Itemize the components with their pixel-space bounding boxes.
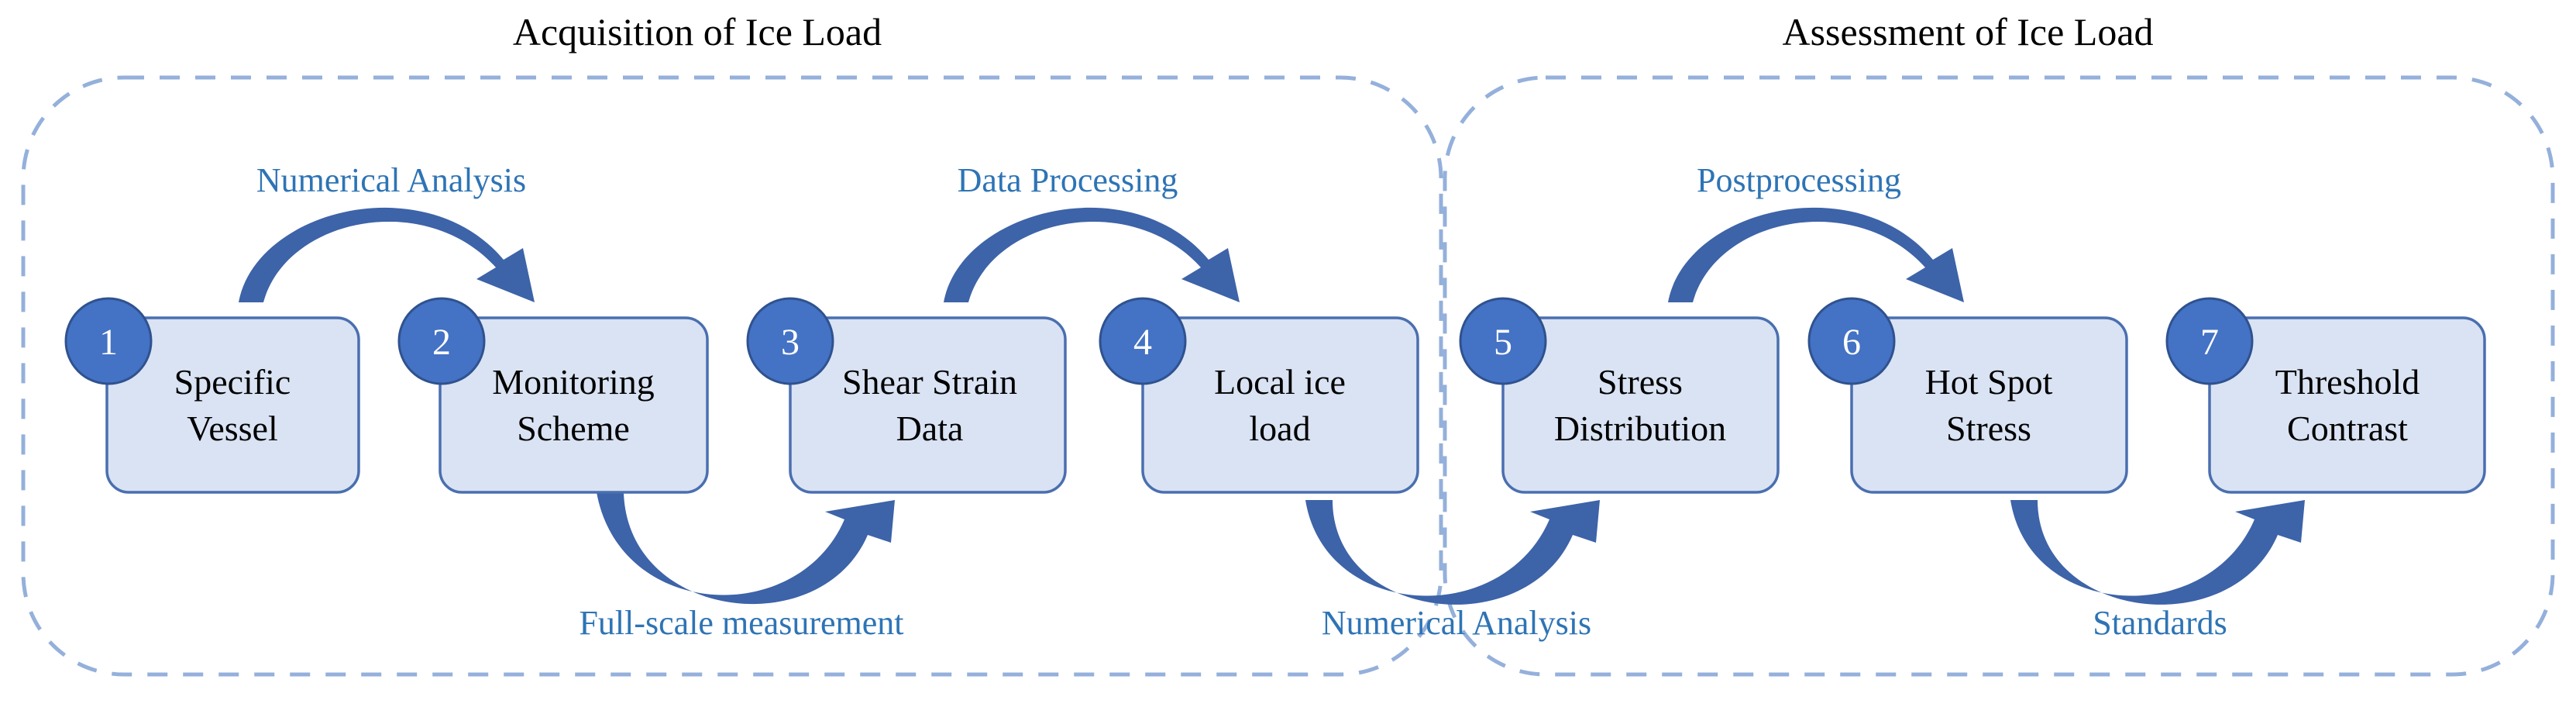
step-3-badge [748, 298, 833, 384]
arrow-2-to-3 [597, 492, 895, 605]
arrow-4-to-5 [1305, 500, 1600, 605]
step-4-label-line2: load [1249, 409, 1310, 448]
step-4-badge [1100, 298, 1185, 384]
step-2-label-line1: Monitoring [492, 362, 655, 402]
step-7-label-line1: Threshold [2275, 362, 2420, 402]
step-1: Specific Vessel 1 [64, 297, 360, 494]
label-4-to-5: Numerical Analysis [1322, 604, 1591, 642]
arrow-5-to-6 [1668, 207, 1964, 302]
step-3-label-line1: Shear Strain [842, 362, 1017, 402]
step-1-box [107, 318, 359, 492]
step-7-label-line2: Contrast [2287, 409, 2408, 448]
step-6-badge [1809, 298, 1894, 384]
step-6-box [1852, 318, 2127, 492]
step-4-label-line1: Local ice [1214, 362, 1346, 402]
step-1-number: 1 [99, 322, 118, 363]
step-2-box [440, 318, 707, 492]
transition-arrows [239, 207, 2305, 605]
assessment-group-title: Assessment of Ice Load [1782, 10, 2153, 53]
step-1-label-line1: Specific [174, 362, 291, 402]
arrow-6-to-7 [2010, 500, 2305, 605]
acquisition-group-title: Acquisition of Ice Load [513, 10, 882, 53]
label-5-to-6: Postprocessing [1697, 161, 1901, 199]
step-2-badge [399, 298, 484, 384]
step-7: Threshold Contrast 7 [2165, 297, 2486, 494]
arrow-3-to-4 [944, 207, 1240, 302]
step-7-badge [2167, 298, 2252, 384]
step-2-number: 2 [432, 322, 451, 363]
step-5-label-line2: Distribution [1554, 409, 1726, 448]
label-6-to-7: Standards [2093, 604, 2227, 642]
step-6-label-line2: Stress [1946, 409, 2031, 448]
label-3-to-4: Data Processing [958, 161, 1178, 199]
step-5: Stress Distribution 5 [1459, 297, 1780, 494]
step-7-number: 7 [2200, 322, 2219, 363]
step-2-label-line2: Scheme [517, 409, 630, 448]
step-3: Shear Strain Data 3 [746, 297, 1067, 494]
label-1-to-2: Numerical Analysis [256, 161, 526, 199]
step-6-number: 6 [1842, 322, 1861, 363]
step-1-badge [66, 298, 151, 384]
step-4-box [1143, 318, 1418, 492]
step-2: Monitoring Scheme 2 [397, 297, 709, 494]
step-5-label-line1: Stress [1598, 362, 1683, 402]
step-6: Hot Spot Stress 6 [1807, 297, 2128, 494]
step-3-label-line2: Data [896, 409, 964, 448]
step-3-box [790, 318, 1065, 492]
label-2-to-3: Full-scale measurement [579, 604, 903, 642]
step-3-number: 3 [781, 322, 800, 363]
step-4-number: 4 [1133, 322, 1152, 363]
assessment-group-border [1443, 75, 2555, 677]
arrow-1-to-2 [239, 207, 535, 302]
step-5-box [1503, 318, 1778, 492]
step-6-label-line1: Hot Spot [1925, 362, 2053, 402]
step-1-label-line2: Vessel [187, 409, 278, 448]
step-4: Local ice load 4 [1099, 297, 1419, 494]
step-5-number: 5 [1494, 322, 1512, 363]
step-7-box [2210, 318, 2485, 492]
acquisition-group-border [21, 75, 1443, 677]
step-5-badge [1460, 298, 1546, 384]
